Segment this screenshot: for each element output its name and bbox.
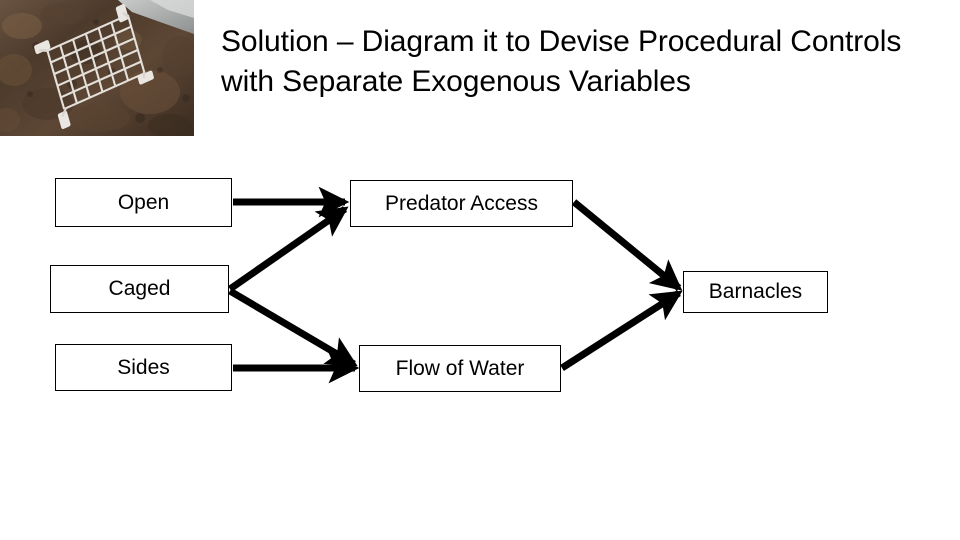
node-caged[interactable]: Caged — [50, 265, 229, 313]
node-sides-label: Sides — [117, 355, 170, 379]
cage-photo-graphic — [0, 0, 194, 136]
node-barnacles[interactable]: Barnacles — [683, 271, 828, 313]
node-flow-of-water-label: Flow of Water — [395, 356, 525, 380]
slide-title: Solution – Diagram it to Devise Procedur… — [221, 25, 902, 98]
edge-flow-to-barnacles — [560, 290, 683, 371]
node-caged-label: Caged — [108, 277, 171, 300]
node-predator-access[interactable]: Predator Access — [350, 180, 573, 227]
node-flow-of-water[interactable]: Flow of Water — [359, 345, 561, 392]
node-open[interactable]: Open — [55, 178, 232, 227]
edge-caged-to-predator — [228, 206, 349, 292]
cage-photo — [0, 0, 194, 136]
edge-caged-to-flow — [228, 287, 358, 368]
edge-predator-to-barnacles — [571, 199, 683, 291]
node-sides[interactable]: Sides — [55, 344, 232, 391]
node-barnacles-label: Barnacles — [708, 280, 803, 303]
node-predator-access-label: Predator Access — [385, 191, 538, 215]
node-open-label: Open — [117, 190, 170, 214]
